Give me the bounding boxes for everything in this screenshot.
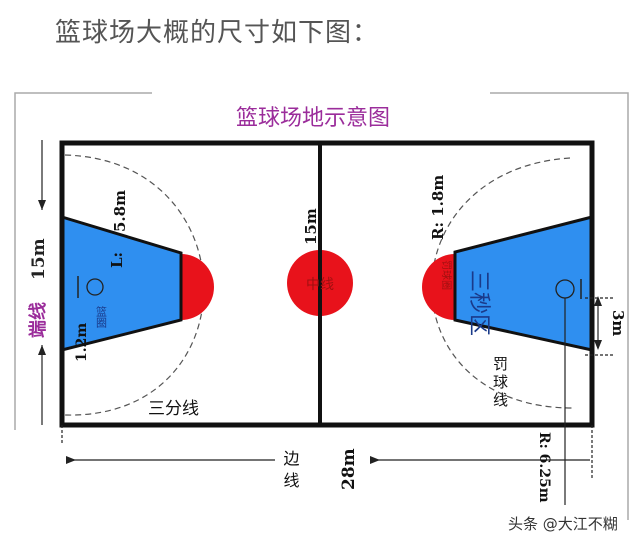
key-label: L:: [108, 252, 126, 268]
center-width-label: 15m: [302, 208, 320, 245]
radius-label: R: 1.8m: [429, 175, 447, 240]
free-throw-circle-label: 罚球圈: [440, 260, 453, 290]
court-boundary: [59, 140, 595, 428]
watermark: 头条 @大江不糊: [508, 515, 618, 533]
hoop-offset-label: 1.2m: [74, 323, 90, 362]
length-label: 28m: [339, 448, 359, 490]
key-width-label: 3m: [609, 310, 627, 336]
free-throw-line-label: 罚球线: [491, 356, 509, 410]
dimension-arrows: [38, 200, 602, 464]
three-point-radius-label: R: 6.25m: [536, 432, 552, 503]
right-free-throw-circle: [422, 254, 455, 320]
end-line-label: 端线: [27, 302, 49, 338]
dimension-lines: [41, 140, 615, 505]
left-hoop: [86, 278, 104, 296]
diagram-title: 篮球场地示意图: [236, 106, 390, 131]
frame-lines: [14, 92, 629, 520]
width-label: 15m: [29, 238, 49, 280]
hoop-label: 篮圈: [95, 305, 108, 329]
left-free-throw-circle: [181, 254, 214, 320]
page-heading: 篮球场大概的尺寸如下图：: [55, 18, 380, 48]
center-line-label: 中线: [306, 277, 334, 293]
side-line-label: 边线: [281, 450, 300, 494]
three-second-label: 三秒区: [466, 270, 491, 336]
key-side-label: 5.8m: [111, 190, 129, 232]
three-point-label: 三分线: [148, 399, 199, 419]
